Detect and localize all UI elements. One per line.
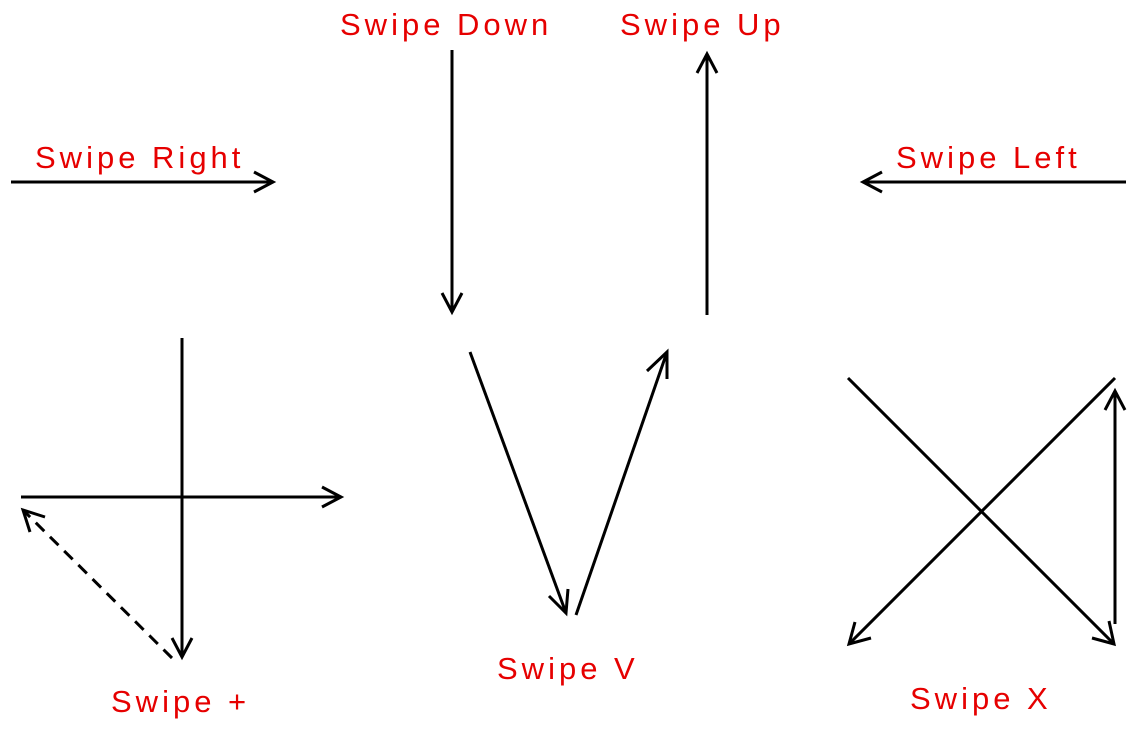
swipe-right-arrow — [11, 170, 277, 194]
swipe-plus-gesture — [20, 338, 345, 661]
swipe-up-arrow — [695, 50, 719, 315]
swipe-plus-return-dashed-stroke — [22, 509, 174, 660]
swipe-left-arrowhead — [859, 170, 883, 194]
swipe-x-diagonal-up-stroke — [848, 376, 1117, 645]
swipe-v-gesture — [468, 348, 669, 617]
swipe-left-arrow — [859, 170, 1126, 194]
swipe-right-label: Swipe Right — [35, 140, 245, 175]
swipe-plus-horizontal-arrowhead — [321, 485, 345, 509]
swipe-down-arrow — [440, 50, 464, 316]
swipe-plus-return-arrowhead — [20, 507, 46, 533]
swipe-up-arrowhead — [695, 50, 719, 74]
swipe-x-gesture — [846, 376, 1127, 647]
swipe-v-down-arrowhead — [547, 588, 570, 617]
swipe-plus-vertical-arrowhead — [170, 637, 194, 661]
swipe-v-label: Swipe V — [497, 651, 639, 686]
swipe-x-up-arrowhead — [1103, 387, 1127, 411]
swipe-x-diagonal-down-arrowhead — [1091, 620, 1116, 647]
swipe-v-up-arrowhead — [645, 348, 669, 379]
swipe-down-arrowhead — [440, 292, 464, 316]
swipe-x-diagonal-up-arrowhead — [846, 621, 872, 647]
swipe-down-label: Swipe Down — [340, 7, 553, 42]
swipe-v-up-stroke — [574, 351, 669, 616]
swipe-x-label: Swipe X — [910, 681, 1052, 716]
swipe-v-down-stroke — [468, 351, 568, 614]
swipe-up-label: Swipe Up — [620, 7, 785, 42]
swipe-plus-label: Swipe + — [111, 684, 251, 719]
swipe-left-label: Swipe Left — [896, 140, 1081, 175]
swipe-right-arrowhead — [253, 170, 277, 194]
